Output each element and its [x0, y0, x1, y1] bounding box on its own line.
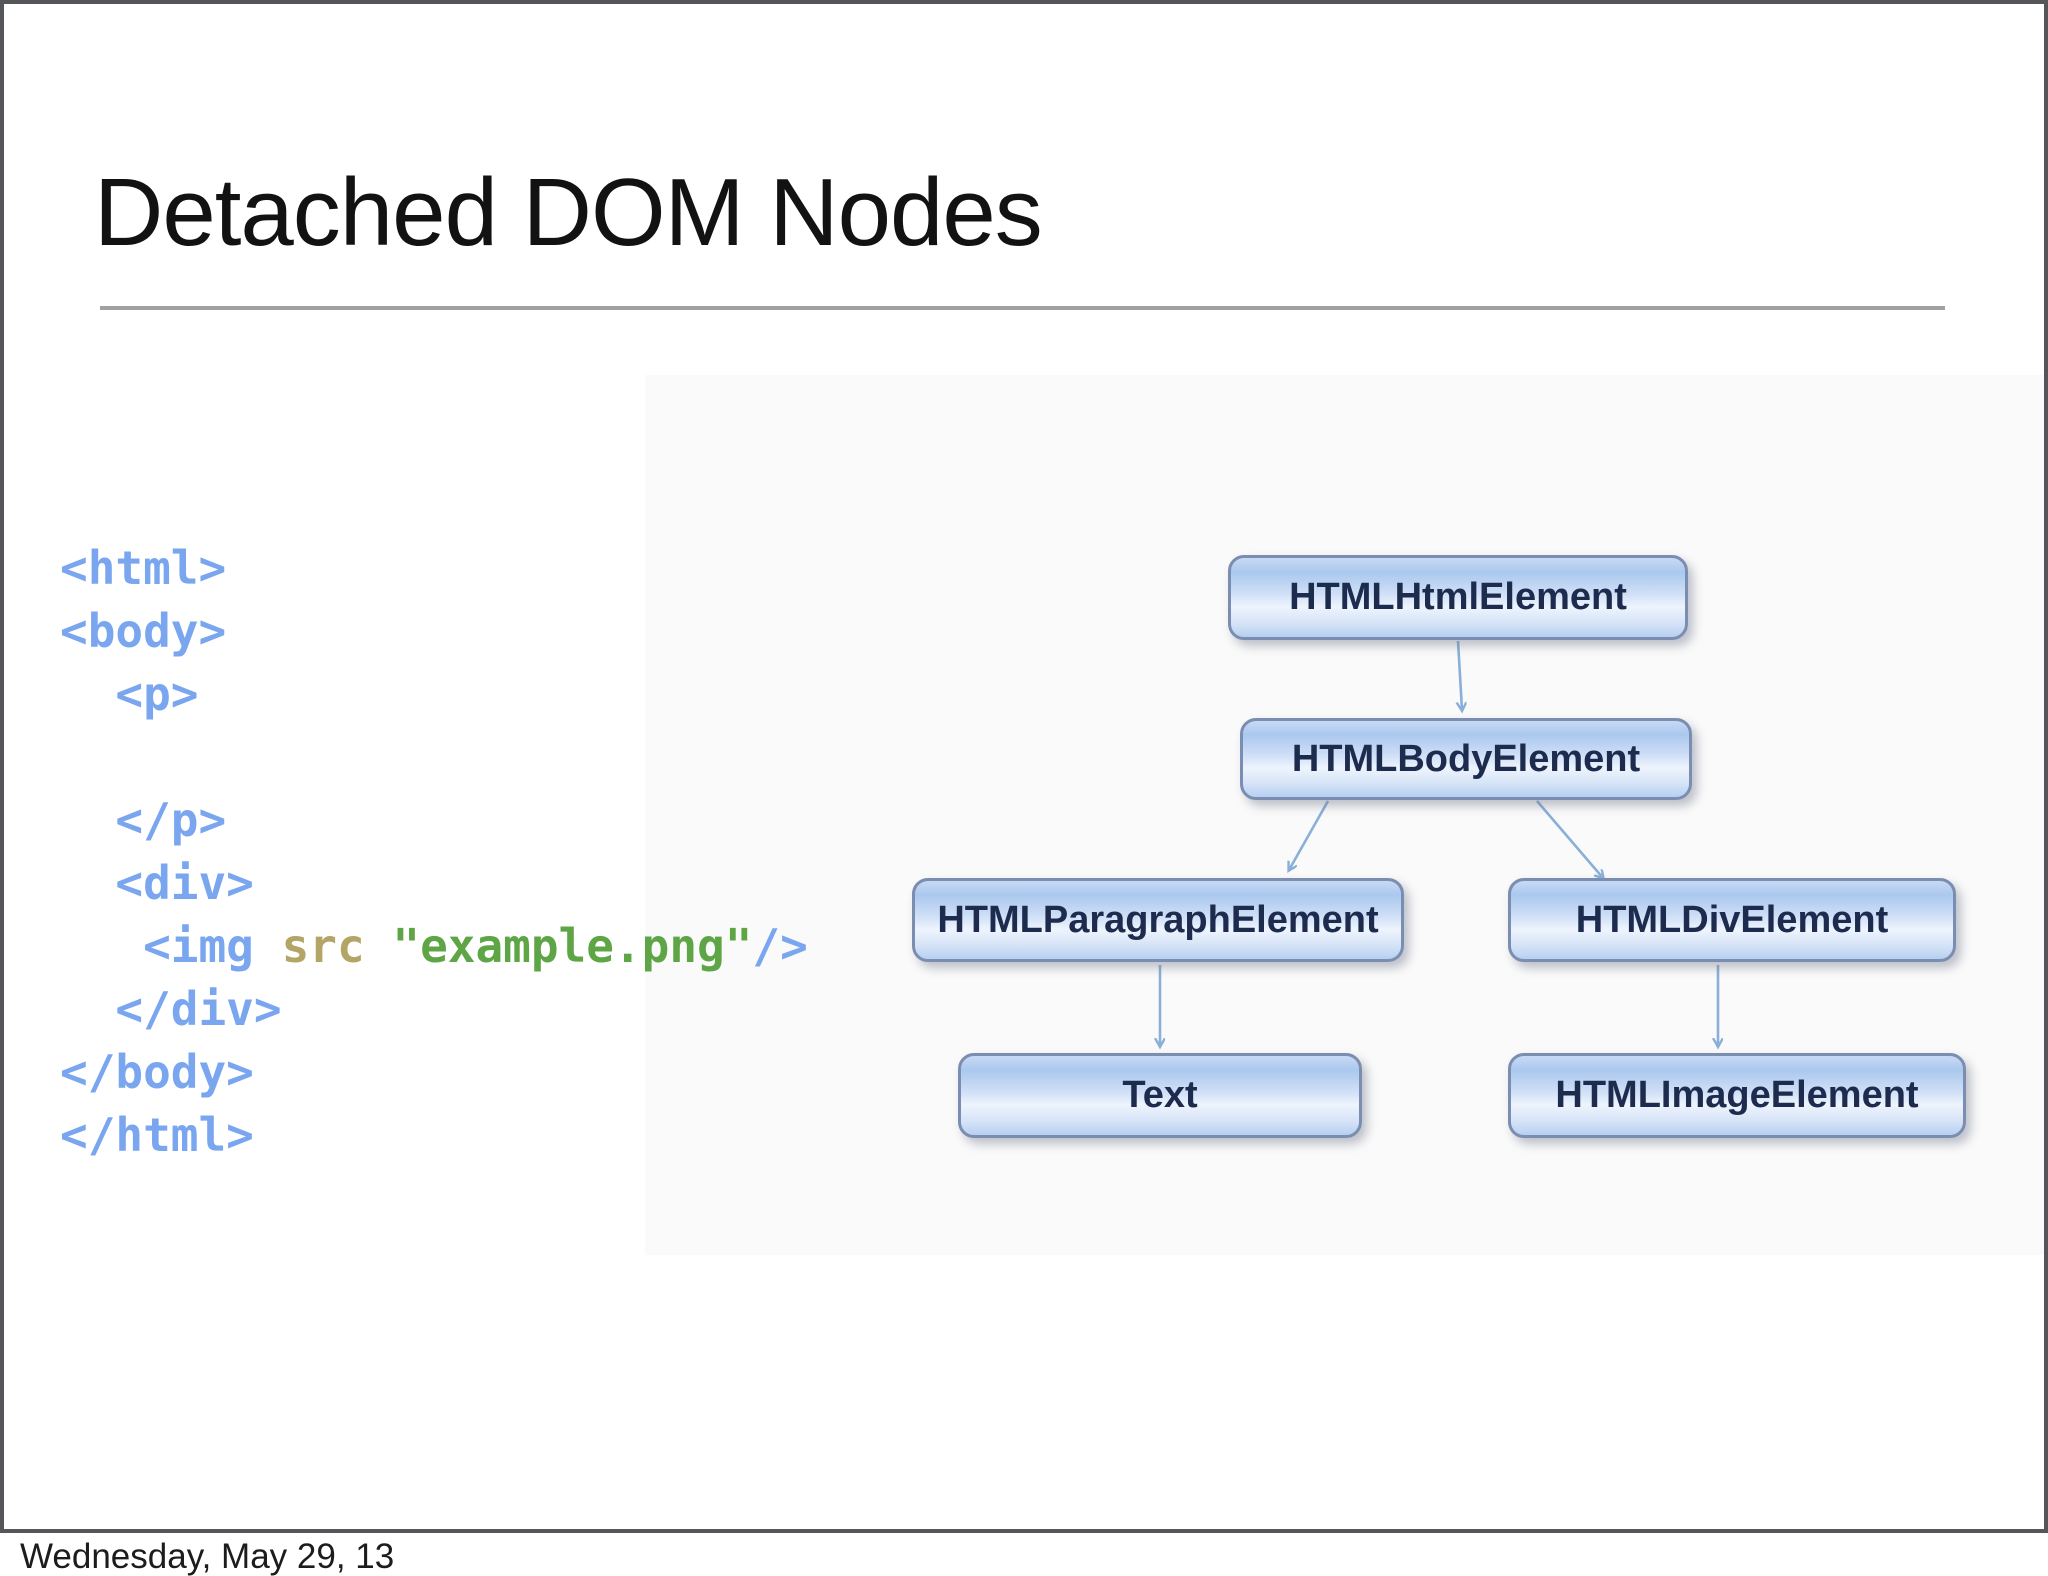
- code-img-close-tag: />: [752, 919, 808, 973]
- node-label: HTMLHtmlElement: [1289, 576, 1627, 618]
- node-image-element: HTMLImageElement: [1508, 1053, 1966, 1138]
- code-line: </body>: [60, 1045, 254, 1099]
- edge-body-paragraph: [1289, 800, 1330, 870]
- code-line: </div>: [60, 982, 282, 1036]
- diagram-edges: [640, 640, 2048, 1250]
- node-paragraph-element: HTMLParagraphElement: [912, 878, 1404, 962]
- code-line: </html>: [60, 1108, 254, 1162]
- code-line: <div>: [60, 856, 254, 910]
- node-body-element: HTMLBodyElement: [1240, 718, 1692, 800]
- node-html-element: HTMLHtmlElement: [1228, 555, 1688, 640]
- node-label: HTMLBodyElement: [1291, 737, 1641, 780]
- code-img-open-tag: <img: [143, 919, 254, 973]
- node-label: HTMLDivElement: [1575, 898, 1889, 941]
- code-line: <p>: [60, 667, 199, 721]
- code-src-attr: src: [281, 919, 365, 973]
- code-line: </p>: [60, 793, 227, 847]
- code-space: [254, 919, 282, 973]
- code-line-img: <img src "example.png"/>: [60, 915, 808, 978]
- node-label: Text: [1122, 1074, 1198, 1116]
- code-line: <body>: [60, 604, 227, 658]
- slide-date-footer: Wednesday, May 29, 13: [20, 1537, 395, 1576]
- title-divider: [100, 306, 1945, 310]
- code-line: <html>: [60, 541, 227, 595]
- node-div-element: HTMLDivElement: [1508, 878, 1956, 962]
- code-snippet: <html> <body> <p> </p> <div> <img src "ex…: [60, 537, 808, 1167]
- code-indent: [60, 919, 143, 973]
- node-label: HTMLParagraphElement: [937, 898, 1379, 941]
- edge-body-div: [1536, 800, 1603, 878]
- edge-html-body: [1458, 640, 1462, 710]
- code-src-value: "example.png": [392, 919, 753, 973]
- code-space: [365, 919, 393, 973]
- page-title: Detached DOM Nodes: [94, 159, 1043, 266]
- node-label: HTMLImageElement: [1555, 1074, 1919, 1116]
- node-text: Text: [958, 1053, 1362, 1138]
